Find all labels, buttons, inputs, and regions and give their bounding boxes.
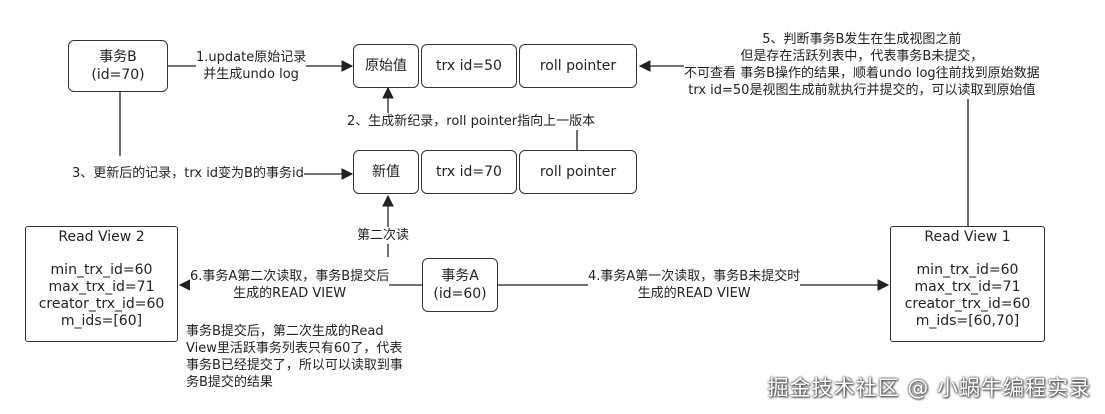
read-view-1-title: Read View 1 <box>924 229 1011 245</box>
step-4-label: 4.事务A第一次读取，事务B未提交时 生成的READ VIEW <box>588 268 801 302</box>
read-view-2-creator-trx-id: creator_trx_id=60 <box>38 296 165 312</box>
old-record-trx-id-cell: trx id=50 <box>421 44 517 88</box>
read-view-2-title: Read View 2 <box>58 229 145 245</box>
step-6-label: 6.事务A第二次读取，事务B提交后 生成的READ VIEW <box>190 268 390 302</box>
read-view-1-box: Read View 1 min_trx_id=60 max_trx_id=71 … <box>890 226 1045 342</box>
step-1-label: 1.update原始记录 并生成undo log <box>196 49 307 83</box>
new-record-roll-pointer-cell: roll pointer <box>519 150 637 194</box>
step-2-label: 2、生成新纪录，roll pointer指向上一版本 <box>347 113 596 130</box>
read-view-2-min-trx-id: min_trx_id=60 <box>50 262 153 278</box>
transaction-a-name: 事务A <box>441 268 479 284</box>
read-view-1-creator-trx-id: creator_trx_id=60 <box>904 296 1031 312</box>
transaction-a-box: 事务A (id=60) <box>422 258 498 312</box>
transaction-b-name: 事务B <box>99 49 137 65</box>
transaction-b-box: 事务B (id=70) <box>68 40 168 92</box>
read-view-1-max-trx-id: max_trx_id=71 <box>914 279 1021 295</box>
read-view-2-box: Read View 2 min_trx_id=60 max_trx_id=71 … <box>25 226 178 342</box>
read-view-2-max-trx-id: max_trx_id=71 <box>48 279 155 295</box>
new-record-trx-id-cell: trx id=70 <box>421 150 517 194</box>
transaction-a-id: (id=60) <box>433 286 487 302</box>
step-5-label: 5、判断事务B发生在生成视图之前 但是存在活跃列表中，代表事务B未提交， 不可查… <box>684 31 1040 99</box>
read-view-1-m-ids: m_ids=[60,70] <box>915 313 1020 329</box>
commit-note-label: 事务B提交后，第二次生成的Read View里活跃事务列表只有60了，代表 事务… <box>186 323 403 391</box>
old-record-value-cell: 原始值 <box>353 44 419 88</box>
old-record-roll-pointer-cell: roll pointer <box>519 44 637 88</box>
read-view-1-min-trx-id: min_trx_id=60 <box>916 262 1019 278</box>
watermark-text: 掘金技术社区 @ 小蜗牛编程实录 <box>767 376 1091 400</box>
read-view-2-m-ids: m_ids=[60] <box>60 313 143 329</box>
transaction-b-id: (id=70) <box>91 67 145 83</box>
second-read-label: 第二次读 <box>357 227 410 244</box>
step-3-label: 3、更新后的记录，trx id变为B的事务id <box>72 165 304 182</box>
new-record-value-cell: 新值 <box>353 150 419 194</box>
